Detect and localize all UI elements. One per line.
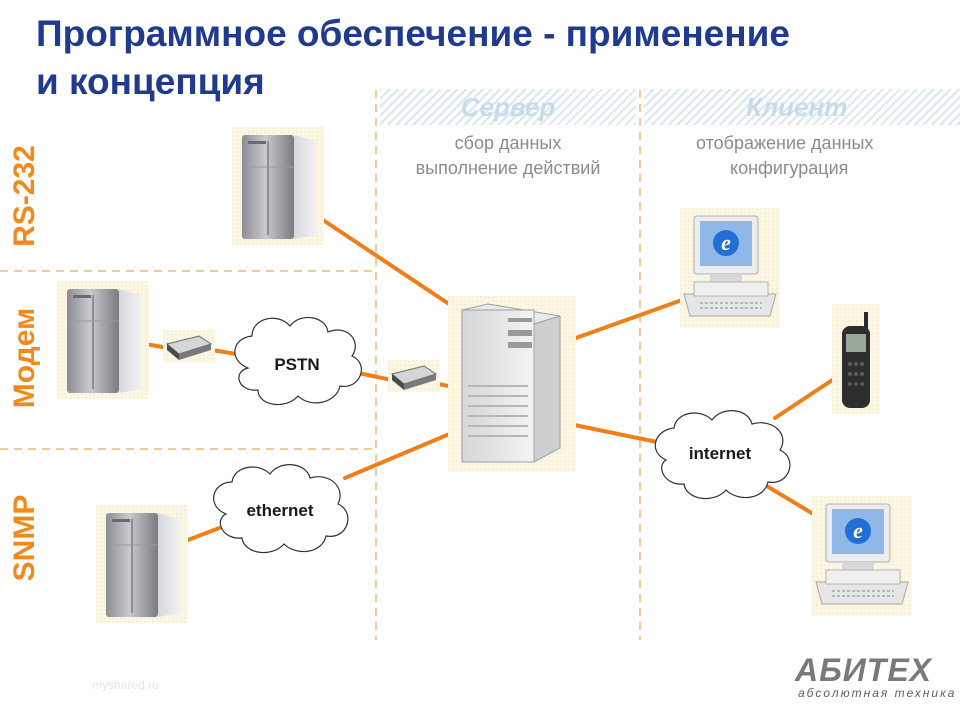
modem-icon: [388, 360, 440, 392]
row-label-snmp: SNMP: [8, 494, 41, 582]
internet-cloud: internet: [654, 410, 791, 500]
rs232-link: [318, 216, 472, 320]
row-label-rs232: RS-232: [8, 145, 41, 247]
mobile-phone-icon: [832, 304, 880, 414]
client-description: отображение данных конфигурация: [644, 131, 960, 181]
ethernet-cloud: ethernet: [213, 464, 349, 554]
server-icon: [448, 296, 576, 472]
tower-server-icon: [231, 126, 325, 246]
client-desc-line-1: отображение данных: [696, 133, 874, 153]
tower-server-icon: [95, 504, 189, 624]
watermark: myshared.ru: [92, 678, 159, 692]
server-desc-line-1: сбор данных: [454, 133, 562, 153]
monitor-ie-icon: [679, 207, 781, 329]
pstn-cloud: PSTN: [234, 316, 362, 406]
ethernet-label: ethernet: [246, 501, 313, 520]
tower-server-icon: [56, 280, 150, 400]
pstn-label: PSTN: [274, 355, 319, 374]
title-line-1: Программное обеспечение - применение: [36, 13, 790, 54]
page-title: Программное обеспечение - применение и к…: [36, 10, 936, 106]
server-desc-line-2: выполнение действий: [415, 158, 601, 178]
server-column-header: Сервер: [380, 89, 636, 125]
client-column-header: Клиент: [644, 89, 960, 125]
company-logo: АБИТЕХ: [795, 652, 933, 688]
internet-label: internet: [689, 444, 752, 463]
company-tagline: абсолютная техника: [798, 686, 957, 700]
title-line-2: и концепция: [36, 61, 265, 102]
monitor-ie-icon: [811, 495, 913, 617]
client-desc-line-2: конфигурация: [730, 158, 849, 178]
modem-icon: [163, 330, 215, 362]
row-label-modem: Модем: [8, 307, 41, 409]
server-description: сбор данных выполнение действий: [380, 131, 636, 181]
